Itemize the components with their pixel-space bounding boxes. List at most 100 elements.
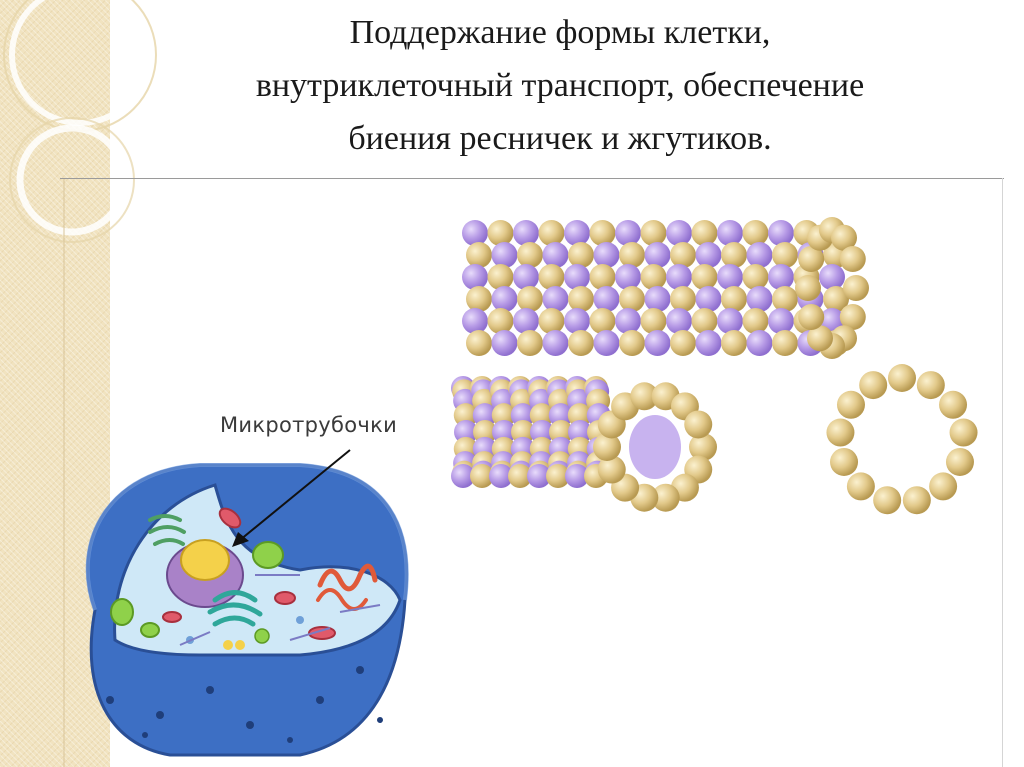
alpha-tubulin-subunit (645, 330, 671, 356)
beta-tubulin-subunit (843, 275, 869, 301)
alpha-tubulin-subunit (747, 286, 773, 312)
beta-tubulin-subunit (488, 308, 514, 334)
alpha-tubulin-subunit (543, 286, 569, 312)
beta-tubulin-subunit (917, 371, 945, 399)
beta-tubulin-subunit (692, 264, 718, 290)
alpha-tubulin-subunit (564, 264, 590, 290)
beta-tubulin-subunit (840, 246, 866, 272)
beta-tubulin-subunit (946, 448, 974, 476)
alpha-tubulin-subunit (666, 220, 692, 246)
beta-tubulin-subunit (568, 286, 594, 312)
microtubule-cross-section-tube (451, 376, 717, 512)
beta-tubulin-subunit (950, 419, 978, 447)
beta-tubulin-subunit (466, 286, 492, 312)
beta-tubulin-subunit (590, 220, 616, 246)
alpha-tubulin-subunit (645, 286, 671, 312)
alpha-tubulin-subunit (594, 286, 620, 312)
beta-tubulin-subunit (903, 486, 931, 514)
beta-tubulin-subunit (939, 391, 967, 419)
beta-tubulin-subunit (743, 308, 769, 334)
alpha-tubulin-subunit (666, 308, 692, 334)
alpha-tubulin-subunit (513, 264, 539, 290)
alpha-tubulin-subunit (615, 308, 641, 334)
alpha-tubulin-subunit (717, 308, 743, 334)
alpha-tubulin-subunit (615, 264, 641, 290)
beta-tubulin-subunit (743, 264, 769, 290)
beta-tubulin-subunit (743, 220, 769, 246)
beta-tubulin-subunit (619, 242, 645, 268)
beta-tubulin-subunit (837, 391, 865, 419)
alpha-tubulin-subunit (594, 242, 620, 268)
beta-tubulin-subunit (795, 275, 821, 301)
alpha-tubulin-subunit (492, 330, 518, 356)
alpha-tubulin-subunit (492, 286, 518, 312)
beta-tubulin-subunit (721, 242, 747, 268)
beta-tubulin-subunit (641, 264, 667, 290)
beta-tubulin-subunit (641, 220, 667, 246)
beta-tubulin-subunit (488, 220, 514, 246)
alpha-tubulin-subunit (696, 330, 722, 356)
alpha-tubulin-subunit (768, 264, 794, 290)
alpha-tubulin-subunit (513, 220, 539, 246)
alpha-tubulin-subunit (564, 220, 590, 246)
beta-tubulin-subunit (641, 308, 667, 334)
alpha-tubulin-subunit (717, 220, 743, 246)
beta-tubulin-subunit (772, 330, 798, 356)
beta-tubulin-subunit (488, 264, 514, 290)
alpha-tubulin-subunit (717, 264, 743, 290)
beta-tubulin-subunit (670, 330, 696, 356)
beta-tubulin-subunit (888, 364, 916, 392)
alpha-tubulin-subunit (594, 330, 620, 356)
alpha-tubulin-subunit (819, 264, 845, 290)
alpha-tubulin-subunit (543, 330, 569, 356)
alpha-tubulin-subunit (462, 308, 488, 334)
beta-tubulin-subunit (859, 371, 887, 399)
alpha-tubulin-subunit (462, 264, 488, 290)
microtubule-cylinder (462, 217, 869, 359)
beta-tubulin-subunit (670, 286, 696, 312)
alpha-tubulin-subunit (513, 308, 539, 334)
beta-tubulin-subunit (721, 286, 747, 312)
beta-tubulin-subunit (873, 486, 901, 514)
beta-tubulin-subunit (568, 330, 594, 356)
beta-tubulin-subunit (539, 308, 565, 334)
beta-tubulin-subunit (590, 308, 616, 334)
alpha-tubulin-subunit (564, 308, 590, 334)
beta-tubulin-subunit (619, 330, 645, 356)
alpha-tubulin-subunit (768, 220, 794, 246)
beta-tubulin-subunit (692, 220, 718, 246)
alpha-tubulin-subunit (696, 242, 722, 268)
beta-tubulin-subunit (721, 330, 747, 356)
beta-tubulin-subunit (590, 264, 616, 290)
beta-tubulin-subunit (517, 242, 543, 268)
beta-tubulin-subunit (466, 330, 492, 356)
beta-tubulin-subunit (847, 472, 875, 500)
beta-tubulin-subunit (539, 220, 565, 246)
beta-tubulin-subunit (517, 330, 543, 356)
tubulin-ring (826, 364, 977, 514)
beta-tubulin-subunit (539, 264, 565, 290)
alpha-tubulin-subunit (462, 220, 488, 246)
beta-tubulin-subunit (830, 448, 858, 476)
alpha-tubulin-subunit (768, 308, 794, 334)
beta-tubulin-subunit (684, 410, 712, 438)
beta-tubulin-subunit (568, 242, 594, 268)
alpha-tubulin-subunit (666, 264, 692, 290)
alpha-tubulin-subunit (696, 286, 722, 312)
alpha-tubulin-subunit (543, 242, 569, 268)
beta-tubulin-subunit (772, 242, 798, 268)
beta-tubulin-subunit (517, 286, 543, 312)
beta-tubulin-subunit (466, 242, 492, 268)
cell-illustration (88, 465, 407, 755)
beta-tubulin-subunit (619, 286, 645, 312)
microtubule-label: Микротрубочки (220, 413, 397, 437)
beta-tubulin-subunit (692, 308, 718, 334)
microtubule-lumen (629, 415, 681, 479)
alpha-tubulin-subunit (747, 330, 773, 356)
alpha-tubulin-subunit (615, 220, 641, 246)
beta-tubulin-subunit (772, 286, 798, 312)
beta-tubulin-subunit (929, 472, 957, 500)
alpha-tubulin-subunit (492, 242, 518, 268)
